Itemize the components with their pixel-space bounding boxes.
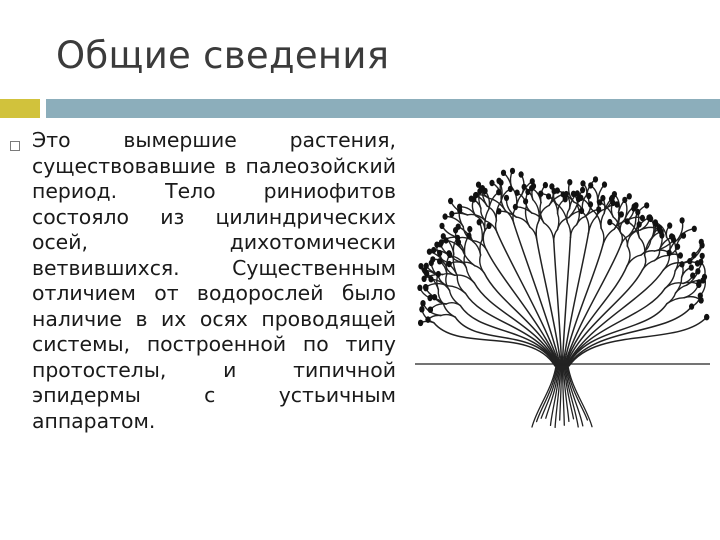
rhyniophyte-plant-icon <box>415 167 710 429</box>
accent-bar-teal <box>46 99 720 118</box>
slide-title: Общие сведения <box>56 34 390 77</box>
bullet-icon <box>10 141 20 151</box>
bullet-text: Это вымершие растения, существовавшие в … <box>32 128 396 433</box>
accent-bar-yellow <box>0 99 40 118</box>
